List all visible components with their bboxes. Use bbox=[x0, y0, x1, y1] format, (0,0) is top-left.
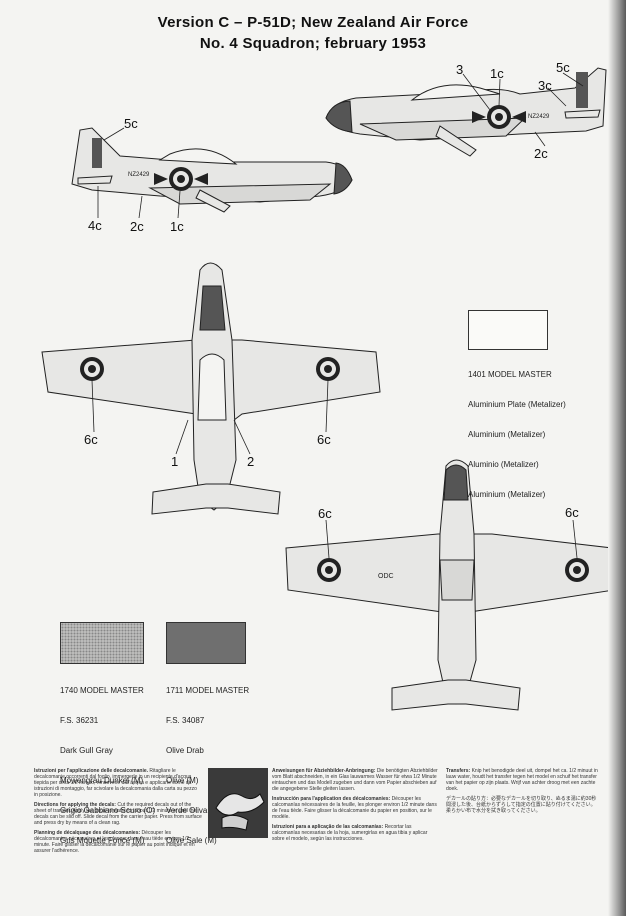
callout-bottom-6c-right: 6c bbox=[565, 505, 579, 520]
paint-label-olive-drab: 1711 MODEL MASTER F.S. 34087 Olive Drab … bbox=[166, 666, 249, 856]
paint-line: Dark Gull Gray bbox=[60, 746, 113, 755]
callout-left-2c: 2c bbox=[130, 219, 144, 234]
left-fuselage-serial: NZ2429 bbox=[128, 172, 150, 178]
callout-right-3c: 3c bbox=[538, 78, 552, 93]
instr-body: デカールの貼り方：必要なデカールを切り取り、ぬるま湯に約30秒間浸した後、台紙か… bbox=[446, 796, 597, 814]
callout-top-2: 2 bbox=[247, 454, 255, 469]
paint-line: 1740 MODEL MASTER bbox=[60, 686, 144, 695]
paint-swatch-aluminium bbox=[468, 310, 548, 350]
callout-left-5c: 5c bbox=[124, 116, 138, 131]
instr-head: Anweisungen für Abziehbilder-Anbringung: bbox=[272, 768, 376, 774]
callout-right-3: 3 bbox=[456, 62, 464, 77]
header-line-2: No. 4 Squadron; february 1953 bbox=[199, 35, 427, 52]
instr-body: Knip het benodigde deel uit, dompel het … bbox=[446, 768, 598, 792]
instructions-column-2: Anweisungen für Abziehbilder-Anbringung:… bbox=[272, 768, 440, 888]
paint-line: Olive Drab bbox=[166, 746, 204, 755]
instr-body: Die benötigten Abziehbilder vom Blatt ab… bbox=[272, 768, 438, 792]
instr-body: Cut the required decals out of the sheet… bbox=[34, 802, 202, 826]
paint-swatch-olive-drab bbox=[166, 622, 246, 664]
instr-head: Directions for applying the decals: bbox=[34, 802, 116, 808]
instructions-column-3: Transfers: Knip het benodigde deel uit, … bbox=[446, 768, 600, 888]
instr-head: Planning de décalquage des décalcomanies… bbox=[34, 830, 141, 836]
paint-line: Olive Sale (M) bbox=[166, 836, 217, 845]
instr-head: Istruzioni per l'applicazione delle deca… bbox=[34, 768, 148, 774]
page-binding-edge bbox=[608, 0, 626, 916]
instr-body: Découper les calcomanías nécessaires de … bbox=[272, 796, 437, 820]
paint-label-aluminium: 1401 MODEL MASTER Aluminium Plate (Metal… bbox=[468, 350, 566, 510]
paint-label-dark-gull-gray: 1740 MODEL MASTER F.S. 36231 Dark Gull G… bbox=[60, 666, 155, 856]
callout-bottom-6c-left: 6c bbox=[318, 506, 332, 521]
underwing-serial: ODC bbox=[378, 573, 394, 580]
paint-line: 1401 MODEL MASTER bbox=[468, 370, 552, 379]
paint-line: Aluminio (Metalizer) bbox=[468, 460, 539, 469]
decal-hand-illustration bbox=[208, 768, 268, 838]
instr-head: Istruzioni para a aplicação de las calco… bbox=[272, 824, 384, 830]
callout-right-5c: 5c bbox=[556, 60, 570, 75]
paint-line: Aluminium Plate (Metalizer) bbox=[468, 400, 566, 409]
right-fuselage-serial: NZ2429 bbox=[528, 114, 550, 120]
paint-line: Olive (M) bbox=[166, 776, 199, 785]
paint-line: Möwengrau Dunkel (M) bbox=[60, 776, 144, 785]
paint-line: 1711 MODEL MASTER bbox=[166, 686, 250, 695]
paint-line: Aluminium (Metalizer) bbox=[468, 490, 546, 499]
callout-left-1c: 1c bbox=[170, 219, 184, 234]
header-line-1: Version C – P-51D; New Zealand Air Force bbox=[157, 14, 469, 31]
instr-body: Recortar las calcomanías necesarias de l… bbox=[272, 824, 428, 842]
instructions-column-1: Istruzioni per l'applicazione delle deca… bbox=[34, 768, 202, 888]
paint-line: Grigio Gabbiano Scuro (O) bbox=[60, 806, 156, 815]
paint-swatch-dark-gull-gray bbox=[60, 622, 144, 664]
instr-head: Instrucción para l'application des décal… bbox=[272, 796, 391, 802]
callout-right-2c: 2c bbox=[534, 146, 548, 161]
callout-left-4c: 4c bbox=[88, 218, 102, 233]
instr-body: Découper les décalcomanies nécessaires e… bbox=[34, 830, 195, 854]
paint-line: F.S. 34087 bbox=[166, 716, 205, 725]
callout-top-6c-right: 6c bbox=[317, 432, 331, 447]
instr-body: Ritagliare le decalcomanie occorrenti da… bbox=[34, 768, 197, 798]
callout-top-1: 1 bbox=[171, 454, 179, 469]
callout-right-1c: 1c bbox=[490, 66, 504, 81]
paint-line: Gris Mouette Foncé (M) bbox=[60, 836, 145, 845]
paint-line: F.S. 36231 bbox=[60, 716, 99, 725]
callout-top-6c-left: 6c bbox=[84, 432, 98, 447]
instr-head: Transfers: bbox=[446, 768, 471, 774]
paint-line: Aluminium (Metalizer) bbox=[468, 430, 546, 439]
